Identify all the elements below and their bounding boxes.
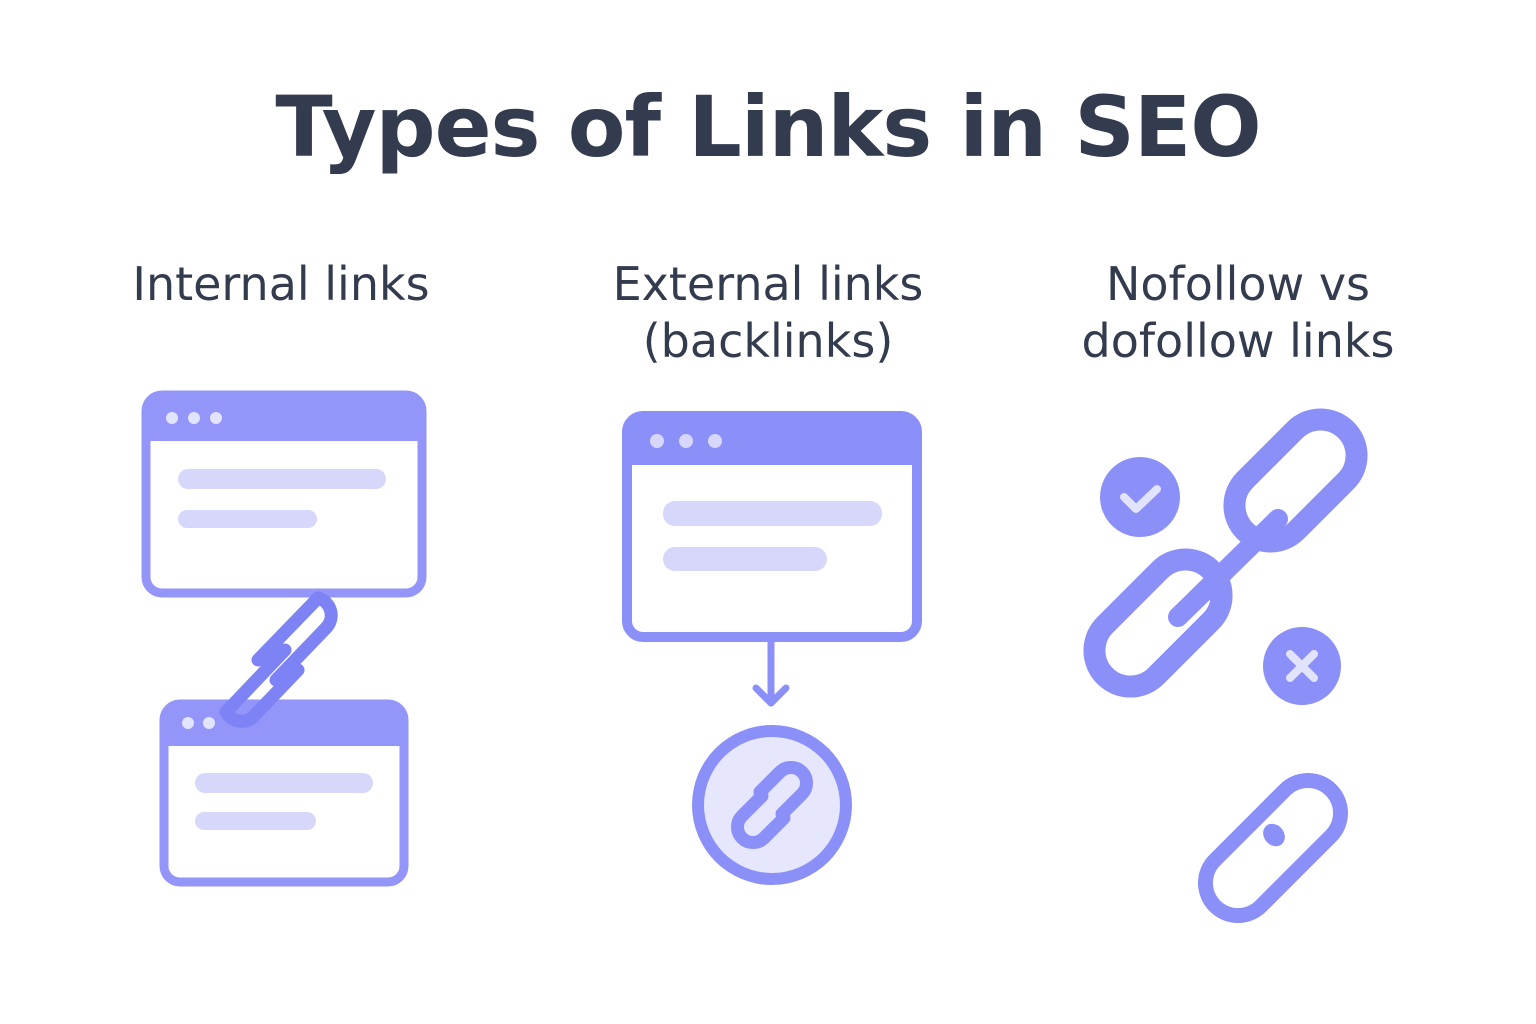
page-title: Types of Links in SEO <box>275 78 1261 176</box>
browser-window-icon <box>622 411 922 642</box>
arrow-down-icon <box>752 636 790 707</box>
x-badge-icon <box>1263 627 1341 705</box>
heading-line: dofollow links <box>1081 314 1395 368</box>
heading-internal-links: Internal links <box>71 256 491 313</box>
browser-window-icon <box>141 390 427 598</box>
heading-line: (backlinks) <box>642 314 894 368</box>
heading-external-links: External links (backlinks) <box>558 256 978 370</box>
heading-line: Nofollow vs <box>1105 257 1371 311</box>
link-badge-icon <box>692 725 852 885</box>
heading-nofollow-dofollow: Nofollow vs dofollow links <box>1028 256 1448 370</box>
chain-link-icon <box>219 591 338 728</box>
browser-window-icon <box>159 699 409 887</box>
heading-line: External links <box>612 257 924 311</box>
heading-line: Internal links <box>132 257 430 311</box>
nofollow-broken-link-icon <box>1198 773 1348 923</box>
check-badge-icon <box>1100 457 1180 537</box>
dofollow-chain-icon <box>1083 408 1368 698</box>
